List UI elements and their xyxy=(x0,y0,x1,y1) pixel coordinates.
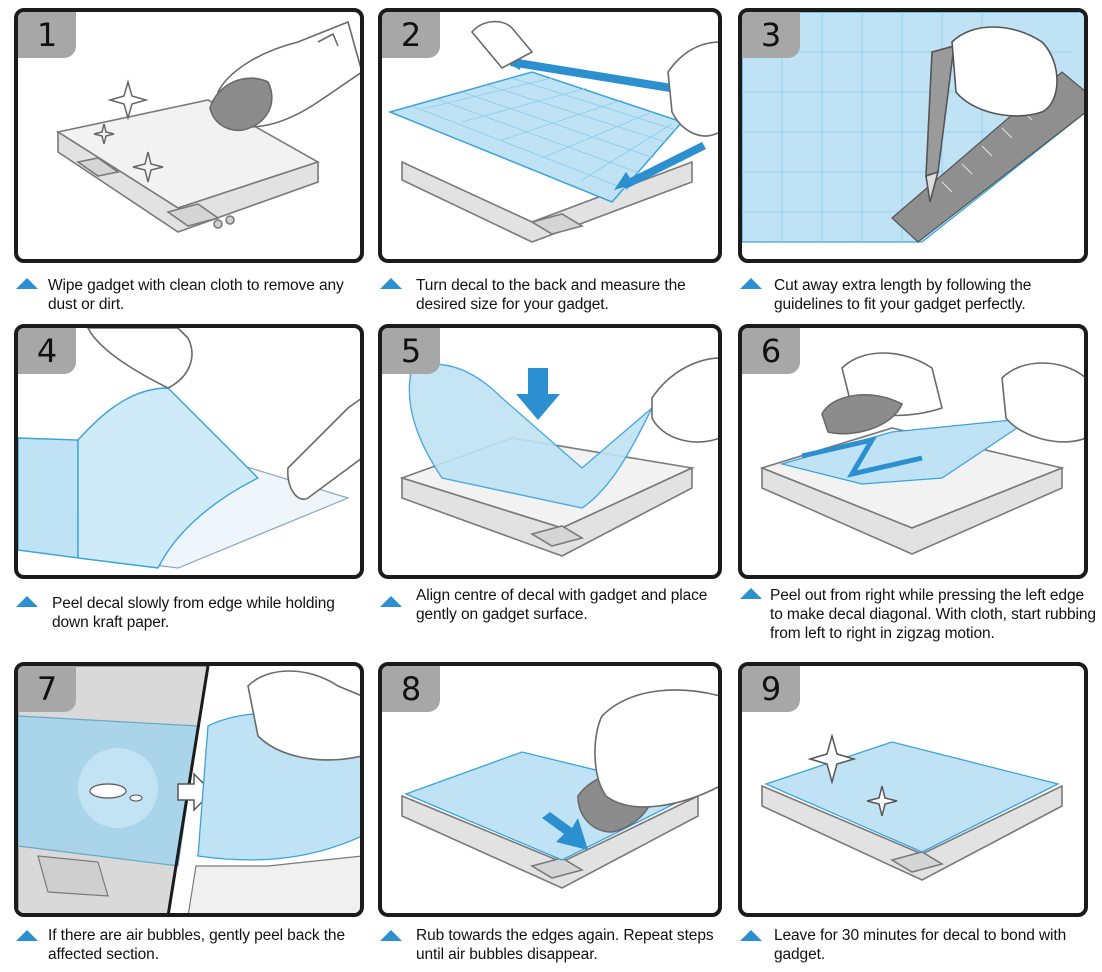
laptop-closed xyxy=(761,784,1063,881)
step-number: 2 xyxy=(382,12,440,58)
bullet-triangle-icon xyxy=(16,596,38,607)
step-caption: If there are air bubbles, gently peel ba… xyxy=(48,927,345,963)
step-5-illustration: 5 xyxy=(378,324,722,579)
bullet-triangle-icon xyxy=(16,278,38,289)
step-2-illustration: 2 xyxy=(378,8,722,263)
bullet-triangle-icon xyxy=(380,278,402,289)
hand-with-cloth xyxy=(209,20,360,132)
step-caption: Peel out from right while pressing the l… xyxy=(770,587,1096,642)
step-5: 5 Align centre of decal with gadget and … xyxy=(378,324,730,634)
step-2: 2 xyxy=(378,8,730,313)
hand-with-cutter xyxy=(925,26,1058,203)
bullet-triangle-icon xyxy=(740,278,762,289)
bullet-triangle-icon xyxy=(740,588,762,599)
hand-with-cloth xyxy=(821,352,1084,443)
laptop-closed xyxy=(401,794,699,889)
hand xyxy=(651,357,718,443)
step-6: 6 Peel out from right while pressing the… xyxy=(738,324,1098,644)
step-3: 3 xyxy=(738,8,1090,313)
hand xyxy=(87,328,360,501)
step-caption: Cut away extra length by following the g… xyxy=(774,277,1032,313)
zoomed-panel-left xyxy=(18,666,209,913)
step-number: 6 xyxy=(742,328,800,374)
step-number: 7 xyxy=(18,666,76,712)
hand xyxy=(247,670,360,761)
step-4-illustration: 4 xyxy=(14,324,364,579)
step-number: 8 xyxy=(382,666,440,712)
step-3-illustration: 3 xyxy=(738,8,1088,263)
bullet-triangle-icon xyxy=(380,596,402,607)
hand-with-cloth xyxy=(577,689,718,833)
step-number: 5 xyxy=(382,328,440,374)
sparkle-icon xyxy=(807,733,898,817)
diagonal-arrow-icon xyxy=(542,812,588,850)
step-caption: Wipe gadget with clean cloth to remove a… xyxy=(48,277,344,313)
decal-sheet xyxy=(18,387,260,569)
step-caption: Align centre of decal with gadget and pl… xyxy=(416,587,708,623)
step-caption: Peel decal slowly from edge while holdin… xyxy=(52,595,335,631)
step-8: 8 Rub towards the edges again. Repeat st… xyxy=(378,662,730,963)
step-6-illustration: 6 xyxy=(738,324,1088,579)
step-number: 4 xyxy=(18,328,76,374)
zigzag-arrow-icon xyxy=(801,436,923,478)
decal-applied xyxy=(764,741,1060,853)
step-1: 1 Wipe gadget with clean cloth t xyxy=(14,8,366,313)
step-9: 9 Leave for 30 minutes for decal to bond… xyxy=(738,662,1090,963)
step-number: 9 xyxy=(742,666,800,712)
step-caption: Turn decal to the back and measure the d… xyxy=(416,277,686,313)
step-number: 1 xyxy=(18,12,76,58)
hand xyxy=(470,20,718,137)
air-bubble-icon xyxy=(89,783,127,799)
down-arrow-icon xyxy=(516,368,560,420)
decal-sheet xyxy=(408,363,653,509)
step-9-illustration: 9 xyxy=(738,662,1088,917)
step-caption: Leave for 30 minutes for decal to bond w… xyxy=(774,927,1067,963)
sparkle-icon xyxy=(93,79,164,183)
laptop-closed xyxy=(401,160,693,243)
bullet-triangle-icon xyxy=(16,930,38,941)
bullet-triangle-icon xyxy=(740,930,762,941)
step-7-illustration: 7 xyxy=(14,662,364,917)
bullet-triangle-icon xyxy=(380,930,402,941)
step-caption: Rub towards the edges again. Repeat step… xyxy=(416,927,714,963)
step-1-illustration: 1 xyxy=(14,8,364,263)
step-8-illustration: 8 xyxy=(378,662,722,917)
step-4: 4 Peel decal slowly from edge while hold… xyxy=(14,324,366,634)
step-number: 3 xyxy=(742,12,800,58)
step-7: 7 If there are air bubbles, g xyxy=(14,662,366,963)
